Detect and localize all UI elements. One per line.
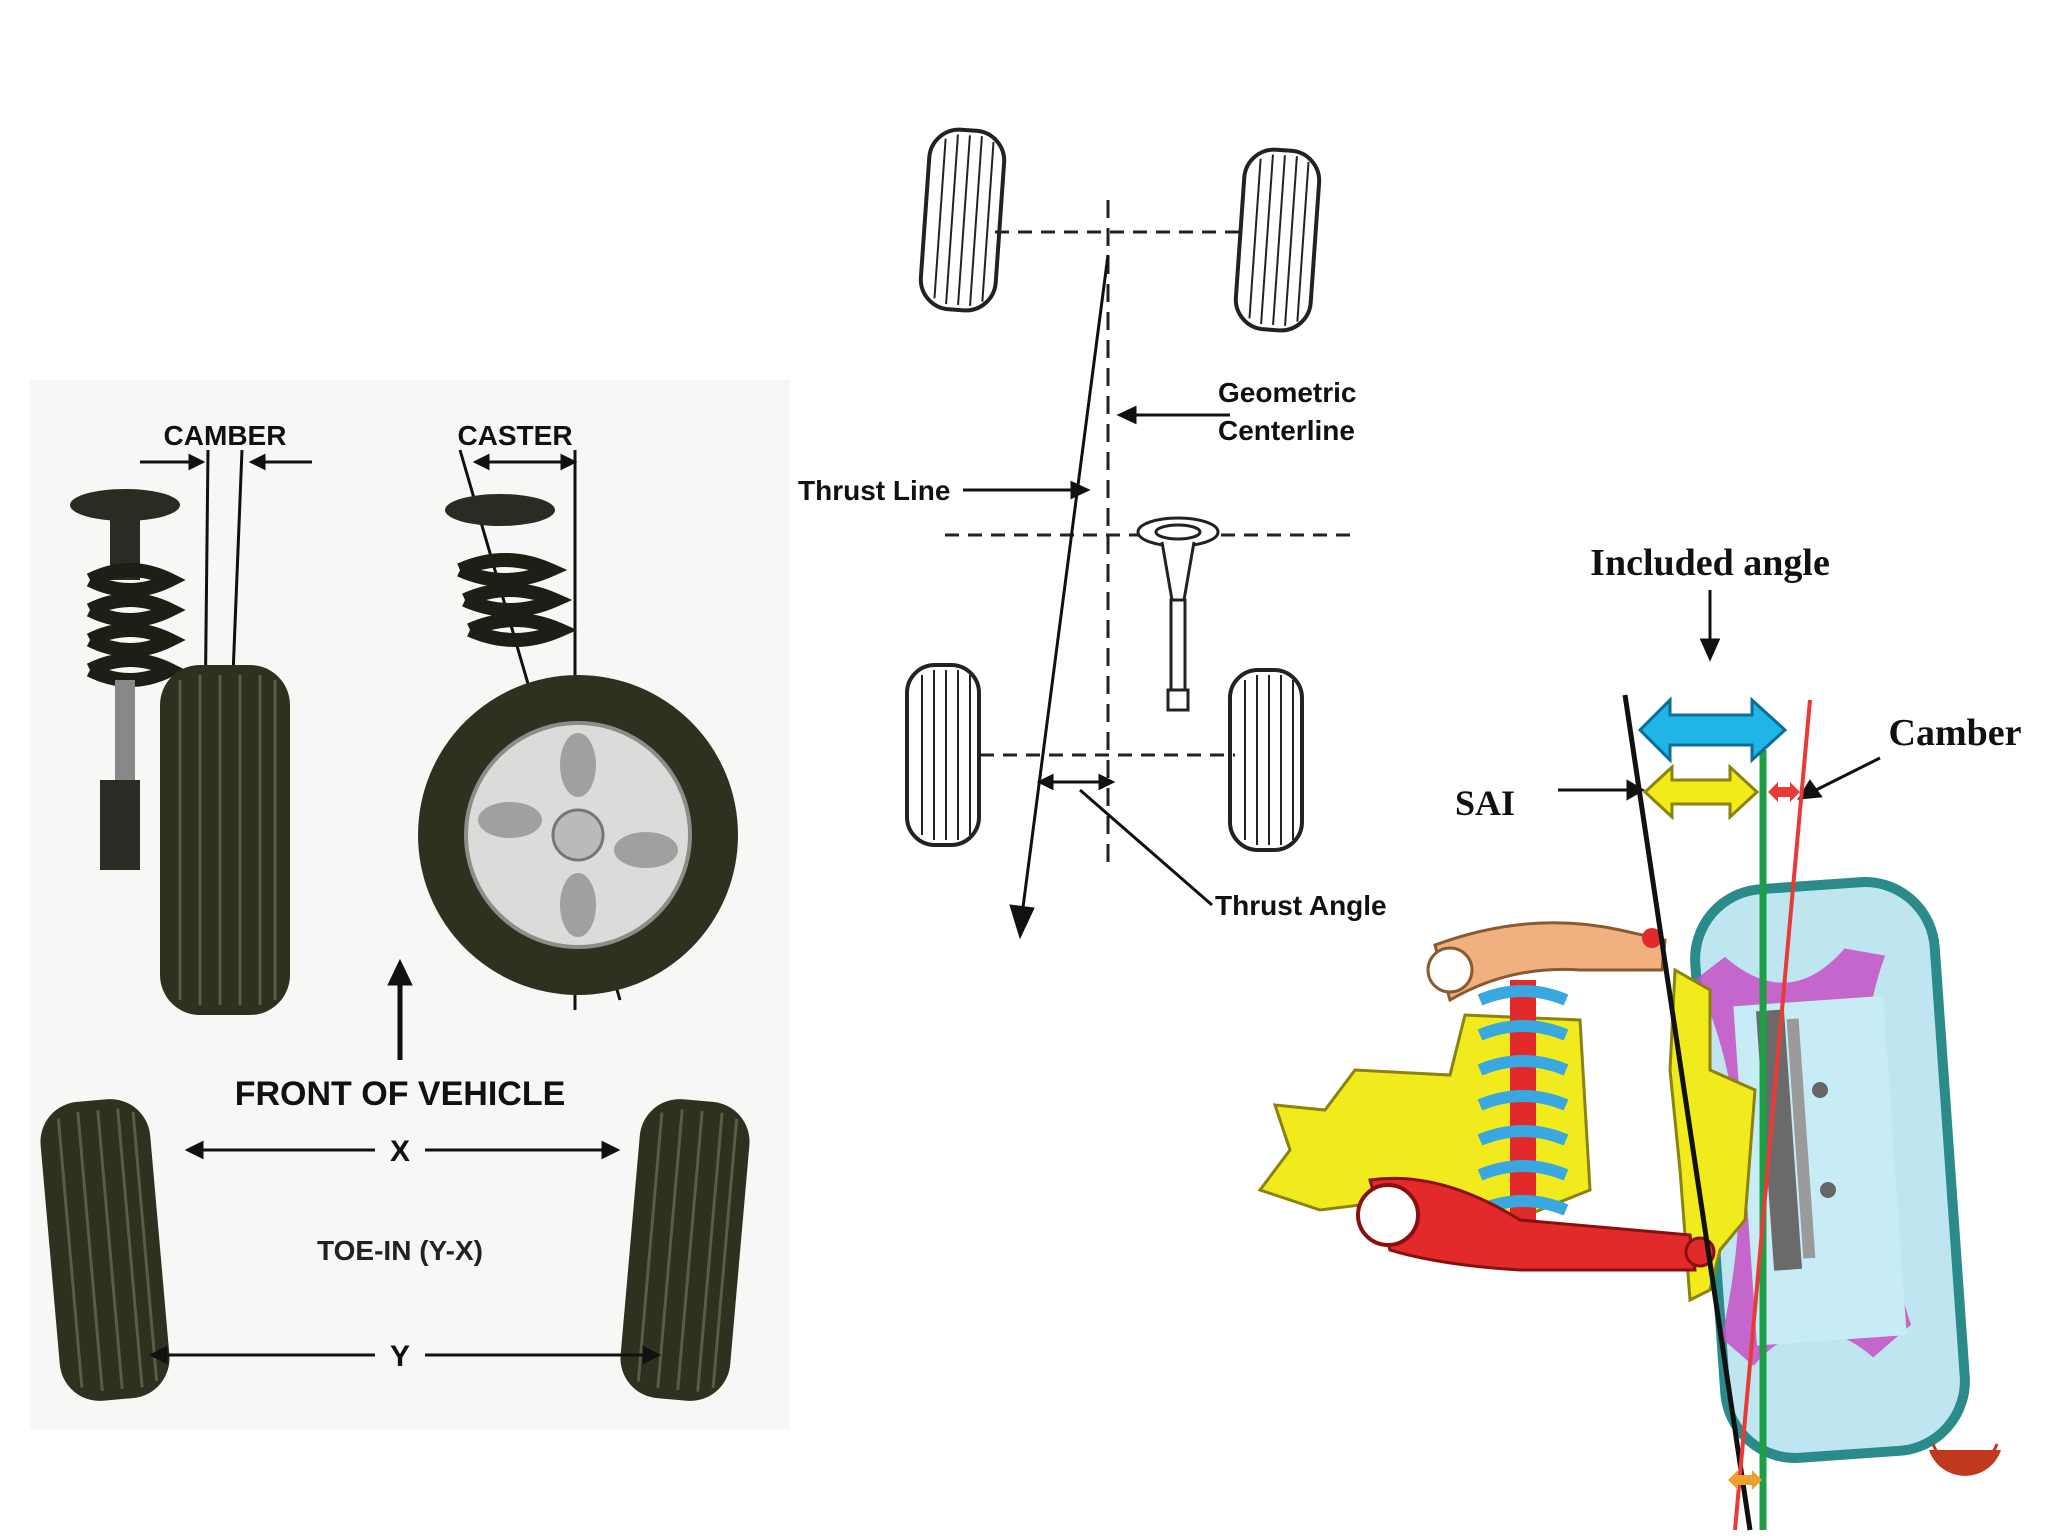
suspension-diagram-svg: Included angle Camber SAI [1257, 542, 2022, 1531]
caster-strut-assembly [445, 494, 578, 647]
geometric-label-line1: Geometric [1218, 377, 1357, 408]
camber-label-right: Camber [1889, 712, 2022, 754]
rear-left-tire-icon [905, 663, 981, 847]
x-dimension-arrow [184, 1140, 621, 1160]
frame-bracket [1257, 1013, 1592, 1232]
axle-dashed-lines [945, 230, 1350, 757]
included-angle-label: Included angle [1590, 542, 1830, 584]
lower-control-arm [1356, 1176, 1716, 1272]
front-of-vehicle-arrow-icon [387, 958, 413, 1060]
thrust-line [1009, 254, 1110, 940]
y-dimension-label: Y [390, 1340, 410, 1373]
bottom-offset-arrow [1728, 1470, 1762, 1490]
toe-right-tire-icon [620, 1099, 750, 1401]
thrust-line-pointer [963, 480, 1091, 500]
front-right-tire-icon [1233, 147, 1322, 333]
steering-knuckle [1668, 967, 1757, 1303]
toe-in-label: TOE-IN (Y-X) [317, 1235, 483, 1266]
corner-badge [1925, 1440, 2005, 1510]
toe-left-tire-icon [40, 1099, 170, 1401]
y-dimension-arrow [148, 1345, 662, 1365]
included-angle-arrow [1637, 696, 1788, 764]
corner-badge-svg [1929, 1443, 2001, 1476]
thrust-diagram-svg: Geometric Centerline Thrust Line Thrust … [798, 127, 1387, 940]
camber-tire-icon [160, 665, 290, 1015]
thrust-line-label: Thrust Line [798, 475, 950, 506]
thrust-angle-label: Thrust Angle [1215, 890, 1387, 921]
camber-red-line [1733, 699, 1812, 1531]
suspension-included-angle-diagram: Included angle Camber SAI [1240, 530, 2048, 1536]
steering-column-icon [1136, 516, 1220, 712]
thrust-angle-arrows [1036, 773, 1213, 907]
sai-line [1622, 694, 1753, 1531]
camber-strut-assembly [70, 489, 186, 870]
geometric-label-line2: Centerline [1218, 415, 1355, 446]
sai-angle-arrow [1642, 763, 1760, 821]
left-alignment-diagram: CAMBER CASTER [30, 380, 790, 1430]
sai-pointer [1558, 779, 1646, 801]
rear-right-tire-icon [1228, 668, 1304, 852]
included-angle-pointer [1699, 590, 1721, 662]
camber-angle-arrow [1768, 782, 1800, 802]
caster-label: CASTER [457, 420, 572, 451]
camber-label: CAMBER [164, 420, 287, 451]
hub-rotor [1755, 1009, 1836, 1271]
geometric-centerline-pointer [1116, 405, 1230, 425]
x-dimension-label: X [390, 1135, 410, 1168]
camber-pointer [1797, 756, 1881, 800]
front-left-tire-icon [918, 127, 1007, 313]
sai-label: SAI [1455, 783, 1515, 823]
thrust-angle-diagram: Geometric Centerline Thrust Line Thrust … [790, 110, 1410, 940]
upper-control-arm [1426, 921, 1667, 1003]
coil-spring [1477, 980, 1569, 1260]
front-of-vehicle-label: FRONT OF VEHICLE [235, 1075, 566, 1113]
caster-wheel-icon [418, 675, 738, 995]
left-diagram-svg: CAMBER CASTER [30, 380, 790, 1430]
badge-shape [1929, 1450, 2001, 1476]
